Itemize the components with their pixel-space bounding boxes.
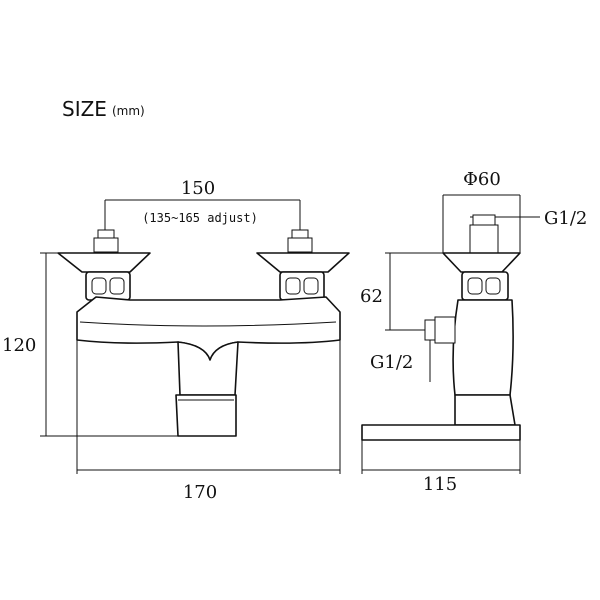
side-top-nipple xyxy=(472,214,496,226)
handle-diameter-value: Φ60 xyxy=(463,169,501,190)
height-value: 120 xyxy=(2,335,36,356)
side-inlet-nipple xyxy=(424,319,436,341)
depth-value: 115 xyxy=(423,474,457,495)
front-view: 150 (135~165 adjust) 120 170 xyxy=(2,178,350,503)
left-inlet xyxy=(57,229,151,301)
size-unit: (mm) xyxy=(112,104,145,118)
side-body xyxy=(452,299,514,396)
right-inlet xyxy=(256,229,350,301)
front-spout xyxy=(177,341,239,396)
inlet-connection-label: G1/2 xyxy=(370,352,413,373)
front-body xyxy=(76,296,341,361)
inlet-adjust-note: (135~165 adjust) xyxy=(142,211,258,225)
side-handle xyxy=(442,252,521,273)
center-height-value: 62 xyxy=(360,286,383,307)
side-inlet-nut xyxy=(434,316,456,344)
side-view: Φ60 G1/2 62 G1/2 115 xyxy=(360,169,587,495)
side-spout xyxy=(454,394,516,426)
size-title: SIZE xyxy=(62,97,107,121)
inlet-spacing-value: 150 xyxy=(181,178,215,199)
front-body-crease xyxy=(79,321,337,327)
side-outlet xyxy=(361,424,521,441)
front-spout-outlet xyxy=(175,394,237,437)
top-connection-label: G1/2 xyxy=(544,208,587,229)
side-top-nut xyxy=(469,224,499,254)
width-value: 170 xyxy=(183,482,217,503)
